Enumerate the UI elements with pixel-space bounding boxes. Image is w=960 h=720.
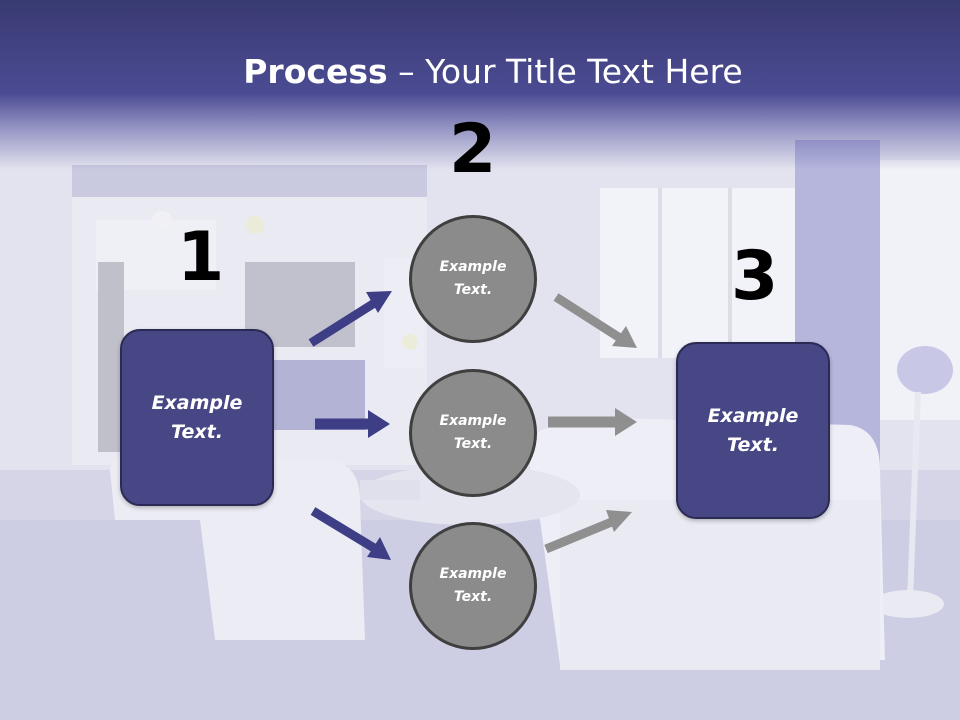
- title-rest: – Your Title Text Here: [387, 52, 743, 91]
- slide-title: Process – Your Title Text Here: [0, 52, 960, 91]
- title-bold: Process: [243, 52, 388, 91]
- top-circle[interactable]: Example Text.: [409, 215, 537, 343]
- middle-circle-text: Example Text.: [439, 413, 507, 452]
- left-box-text: Example Text.: [151, 391, 243, 443]
- middle-circle[interactable]: Example Text.: [409, 369, 537, 497]
- top-circle-text: Example Text.: [439, 259, 507, 298]
- right-box-text: Example Text.: [707, 404, 799, 456]
- step-number-2: 2: [449, 110, 497, 189]
- right-text-box[interactable]: Example Text.: [676, 342, 830, 519]
- arrow-bottom-circle-to-right-box: [544, 510, 632, 554]
- arrow-to-top-circle: [308, 291, 392, 347]
- bottom-circle-text: Example Text.: [439, 566, 507, 605]
- step-number-3: 3: [731, 237, 779, 316]
- arrow-top-circle-to-right-box: [553, 293, 637, 348]
- arrow-to-middle-circle: [315, 410, 390, 438]
- left-text-box[interactable]: Example Text.: [120, 329, 274, 506]
- arrow-to-bottom-circle: [310, 507, 391, 560]
- arrow-middle-circle-to-right-box: [548, 408, 637, 436]
- step-number-1: 1: [177, 218, 225, 297]
- bottom-circle[interactable]: Example Text.: [409, 522, 537, 650]
- title-band: [0, 0, 960, 170]
